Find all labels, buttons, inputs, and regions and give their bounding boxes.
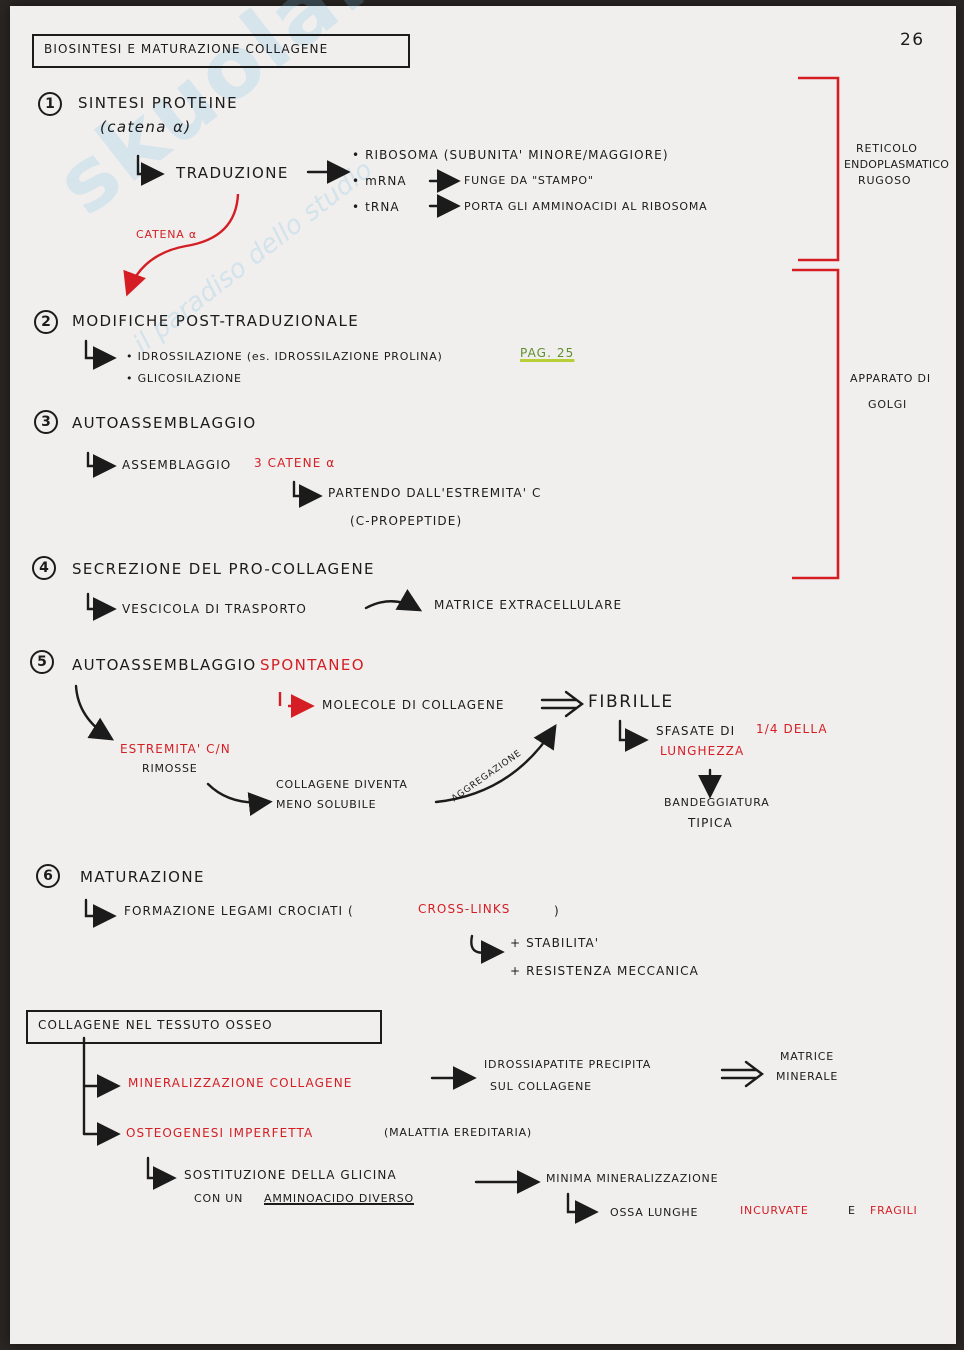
s6-resistenza: + RESISTENZA MECCANICA	[510, 964, 699, 978]
reticolo-3: RUGOSO	[858, 174, 912, 187]
s2-title: MODIFICHE POST-TRADUZIONALE	[72, 312, 360, 330]
s1-trna: • tRNA	[352, 200, 400, 214]
s5-lunghezza: LUNGHEZZA	[660, 744, 745, 758]
s6-stabilita: + STABILITA'	[510, 936, 600, 950]
bracket-reticolo	[798, 76, 840, 262]
s4-matrice: MATRICE EXTRACELLULARE	[434, 598, 623, 612]
golgi-2: GOLGI	[868, 398, 908, 411]
page-number: 26	[900, 30, 925, 50]
s1-ribosoma: • RIBOSOMA (SUBUNITA' MINORE/MAGGIORE)	[352, 148, 669, 162]
double-arrow-head-fibrille	[564, 690, 584, 718]
osseo-ossa-lunghe: OSSA LUNGHE	[610, 1206, 699, 1219]
s5-molecole: MOLECOLE DI COLLAGENE	[322, 698, 505, 712]
hook-arrow-formazione	[84, 898, 117, 928]
step-number-3: 3	[34, 410, 58, 434]
hook-arrow-traduzione	[136, 154, 165, 186]
s4-title: SECREZIONE DEL PRO-COLLAGENE	[72, 560, 375, 578]
s3-assemblaggio: ASSEMBLAGGIO	[122, 458, 232, 472]
reticolo-2: ENDOPLASMATICO	[844, 158, 950, 171]
s5-title: AUTOASSEMBLAGGIO	[72, 656, 257, 674]
osseo-incurvate: INCURVATE	[740, 1204, 809, 1217]
s5-un-quarto: 1/4 DELLA	[756, 722, 828, 736]
osseo-sostituzione: SOSTITUZIONE DELLA GLICINA	[184, 1168, 397, 1182]
arrow-estremita	[74, 684, 115, 741]
hook-arrow-partendo	[292, 480, 323, 508]
s6-cross-links: CROSS-LINKS	[418, 902, 511, 916]
step-number-5: 5	[30, 650, 54, 674]
hook-arrow-modifiche	[84, 339, 117, 370]
s5-tipica: TIPICA	[688, 816, 733, 830]
osseo-minerale: MINERALE	[776, 1070, 839, 1083]
title-biosintesi: BIOSINTESI E MATURAZIONE COLLAGENE	[44, 42, 329, 56]
step-number-6: 6	[36, 864, 60, 888]
s2-idrossilazione: • IDROSSILAZIONE (es. IDROSSILAZIONE PRO…	[126, 350, 443, 363]
osseo-matrice: MATRICE	[780, 1050, 834, 1063]
s2-page-ref: PAG. 25	[520, 346, 575, 360]
s1-catena-label: CATENA α	[136, 228, 197, 241]
hook-arrow-stabilita	[470, 934, 505, 964]
s1-trna-desc: PORTA GLI AMMINOACIDI AL RIBOSOMA	[464, 200, 708, 213]
osseo-osteogenesi: OSTEOGENESI IMPERFETTA	[126, 1126, 314, 1140]
title-osseo: COLLAGENE NEL TESSUTO OSSEO	[38, 1018, 273, 1032]
osseo-amminoacido: AMMINOACIDO DIVERSO	[264, 1192, 414, 1205]
s3-title: AUTOASSEMBLAGGIO	[72, 414, 257, 432]
double-arrow-matrice	[720, 1068, 758, 1080]
s2-glicosilazione: • GLICOSILAZIONE	[126, 372, 242, 385]
arrow-vescicola-matrice	[364, 589, 423, 612]
osseo-mineralizzazione: MINERALIZZAZIONE COLLAGENE	[128, 1076, 353, 1090]
s5-solubile: MENO SOLUBILE	[276, 798, 377, 811]
s5-sfasate: SFASATE DI	[656, 724, 736, 738]
arrow-aggregazione	[434, 723, 557, 804]
hook-arrow-ossa	[566, 1192, 599, 1224]
step-number-2: 2	[34, 310, 58, 334]
notebook-page: skuola.net il paradiso dello studio	[10, 0, 956, 1344]
hook-arrow-assemblaggio	[86, 451, 117, 478]
hook-arrow-sfasate	[618, 719, 649, 752]
s5-bandeggiatura: BANDEGGIATURA	[664, 796, 770, 809]
s6-formazione: FORMAZIONE LEGAMI CROCIATI (	[124, 904, 354, 918]
arrows-layer	[74, 76, 840, 1224]
osseo-e: E	[848, 1204, 856, 1217]
s3-tre-catene: 3 CATENE α	[254, 456, 336, 470]
arrow-diventa	[206, 782, 273, 816]
s5-diventa: COLLAGENE DIVENTA	[276, 778, 408, 791]
double-arrow-fibrille	[540, 698, 578, 710]
s6-paren-close: )	[554, 904, 560, 918]
step-number-1: 1	[38, 92, 62, 116]
osseo-con-un: CON UN	[194, 1192, 244, 1205]
golgi-1: APPARATO DI	[850, 372, 931, 385]
bracket-golgi	[792, 268, 840, 580]
title-box-osseo	[26, 1010, 382, 1044]
hook-arrow-vescicola	[86, 592, 117, 621]
osseo-malattia: (MALATTIA EREDITARIA)	[384, 1126, 533, 1139]
step-number-4: 4	[32, 556, 56, 580]
s6-title: MATURAZIONE	[80, 868, 205, 886]
double-arrow-head-matrice	[744, 1060, 764, 1088]
s3-propeptide: (C-PROPEPTIDE)	[350, 514, 463, 528]
red-arrow-catena	[123, 193, 240, 297]
s1-mrna-desc: FUNGE DA "STAMPO"	[464, 174, 594, 187]
reticolo-1: RETICOLO	[856, 142, 918, 155]
osseo-sul-collagene: SUL COLLAGENE	[490, 1080, 592, 1093]
osseo-minima: MINIMA MINERALIZZAZIONE	[546, 1172, 719, 1185]
title-box-biosintesi	[32, 34, 410, 68]
s1-subtitle: (catena α)	[100, 118, 192, 136]
s1-traduzione: TRADUZIONE	[176, 164, 289, 182]
osseo-idrossiapatite: IDROSSIAPATITE PRECIPITA	[484, 1058, 652, 1071]
s1-title: SINTESI PROTEINE	[78, 94, 238, 112]
hook-arrow-sostituzione	[146, 1156, 177, 1190]
s5-estremita: ESTREMITA' C/N	[120, 742, 231, 756]
s5-rimosse: RIMOSSE	[142, 762, 198, 775]
s3-partendo: PARTENDO DALL'ESTREMITA' C	[328, 486, 542, 500]
s5-fibrille: FIBRILLE	[588, 692, 674, 712]
s5-spontaneo: SPONTANEO	[260, 656, 365, 674]
s4-vescicola: VESCICOLA DI TRASPORTO	[122, 602, 307, 616]
s1-mrna: • mRNA	[352, 174, 407, 188]
osseo-fragili: FRAGILI	[870, 1204, 918, 1217]
